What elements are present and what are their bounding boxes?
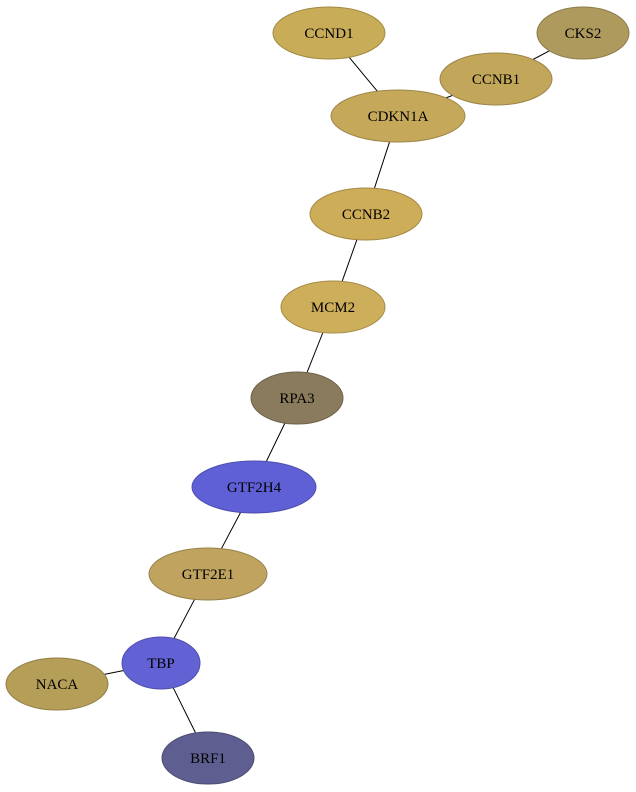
edge-gtf2e1-tbp [173, 599, 196, 639]
node-label: TBP [147, 656, 175, 672]
node-shape [272, 6, 386, 60]
node-label: RPA3 [279, 391, 314, 407]
node-shape [330, 89, 466, 143]
node-ccnb1[interactable]: CCNB1 [439, 52, 553, 106]
node-ccnd1[interactable]: CCND1 [272, 6, 386, 60]
node-shape [148, 547, 268, 601]
edges-layer [104, 50, 550, 734]
node-shape [121, 636, 201, 690]
node-shape [250, 371, 344, 425]
node-brf1[interactable]: BRF1 [161, 731, 255, 785]
node-label: CDKN1A [368, 109, 429, 125]
edge-gtf2h4-gtf2e1 [220, 512, 242, 549]
edge-rpa3-gtf2h4 [265, 422, 286, 462]
node-label: CCND1 [304, 26, 353, 42]
node-gtf2e1[interactable]: GTF2E1 [148, 547, 268, 601]
edge-ccnd1-cdkn1a [348, 56, 378, 92]
node-shape [191, 460, 317, 514]
node-label: NACA [36, 677, 79, 693]
node-shape [309, 187, 423, 241]
node-shape [5, 657, 109, 711]
node-shape [280, 280, 386, 334]
node-shape [161, 731, 255, 785]
edge-cdkn1a-ccnb2 [373, 141, 391, 189]
node-cdkn1a[interactable]: CDKN1A [330, 89, 466, 143]
node-label: CKS2 [565, 26, 602, 42]
edge-mcm2-rpa3 [306, 332, 324, 373]
node-naca[interactable]: NACA [5, 657, 109, 711]
node-mcm2[interactable]: MCM2 [280, 280, 386, 334]
node-label: GTF2H4 [227, 480, 282, 496]
node-shape [536, 6, 630, 60]
node-shape [439, 52, 553, 106]
node-label: MCM2 [311, 300, 355, 316]
edge-tbp-brf1 [172, 687, 197, 734]
edge-ccnb2-mcm2 [341, 239, 358, 282]
node-rpa3[interactable]: RPA3 [250, 371, 344, 425]
node-label: CCNB1 [472, 72, 520, 88]
node-cks2[interactable]: CKS2 [536, 6, 630, 60]
edge-cks2-ccnb1 [532, 50, 550, 60]
node-label: BRF1 [190, 751, 226, 767]
node-ccnb2[interactable]: CCNB2 [309, 187, 423, 241]
edge-ccnb1-cdkn1a [445, 94, 453, 99]
node-label: CCNB2 [342, 207, 390, 223]
node-label: GTF2E1 [182, 567, 235, 583]
node-gtf2h4[interactable]: GTF2H4 [191, 460, 317, 514]
node-tbp[interactable]: TBP [121, 636, 201, 690]
edge-tbp-naca [104, 670, 124, 675]
